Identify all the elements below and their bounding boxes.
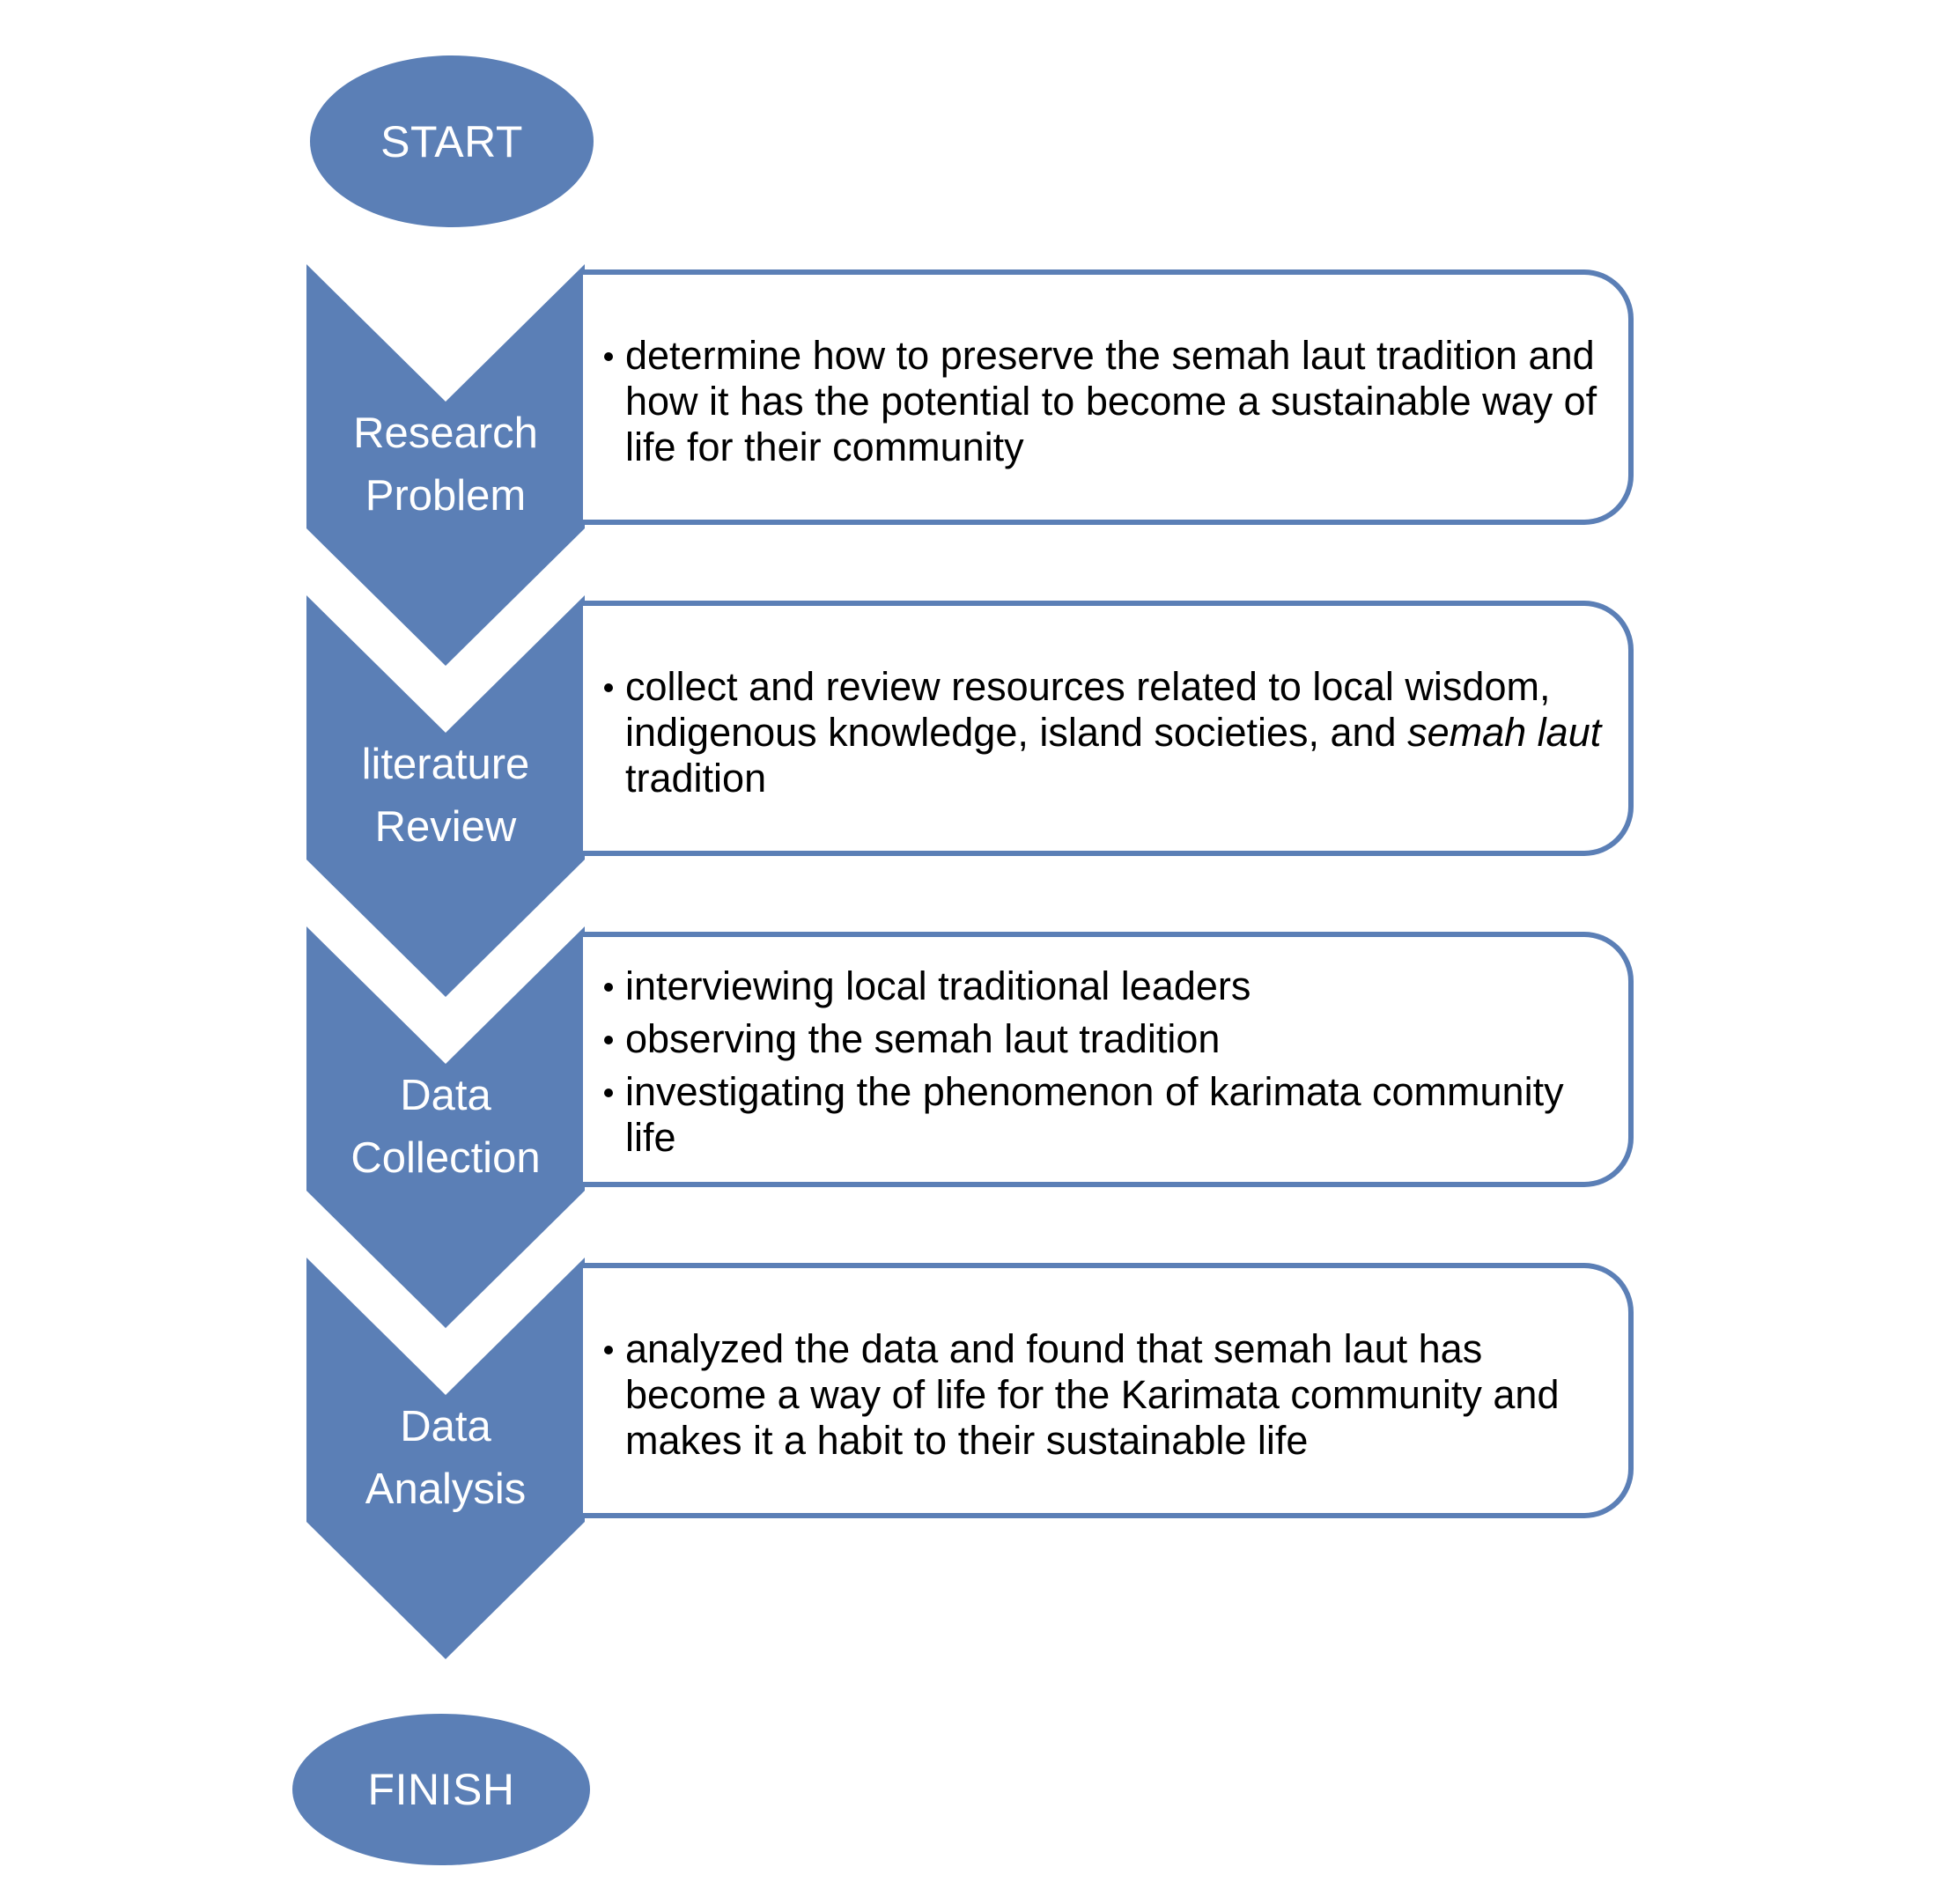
description-text: collect and review resources related to … <box>604 664 1619 801</box>
bullet-item: collect and review resources related to … <box>604 664 1619 801</box>
step-label-line: literature <box>361 741 530 788</box>
bullet-text: collect and review resources related to … <box>625 664 1551 755</box>
description-box-data-collection: interviewing local traditional leaders o… <box>583 932 1634 1187</box>
step-label-line: Analysis <box>365 1465 527 1513</box>
step-label-line: Research <box>353 410 538 457</box>
finish-oval: FINISH <box>292 1714 590 1865</box>
bullet-item: investigating the phenomenon of karimata… <box>604 1069 1619 1161</box>
step-label-data-analysis: Data Analysis <box>305 1396 587 1521</box>
bullet-text: tradition <box>625 756 767 801</box>
description-box-literature-review: collect and review resources related to … <box>583 601 1634 856</box>
description-text: analyzed the data and found that semah l… <box>604 1326 1619 1464</box>
bullet-item: observing the semah laut tradition <box>604 1016 1619 1062</box>
step-label-data-collection: Data Collection <box>305 1065 587 1190</box>
start-oval: START <box>310 55 594 227</box>
description-box-research-problem: determine how to preserve the semah laut… <box>583 269 1634 525</box>
bullet-item: interviewing local traditional leaders <box>604 963 1619 1009</box>
bullet-text-italic: semah laut <box>1407 710 1602 755</box>
start-label: START <box>380 116 523 166</box>
chevron-research-problem <box>306 264 585 666</box>
chevron-literature-review <box>306 595 585 997</box>
description-text: interviewing local traditional leaders o… <box>604 963 1619 1161</box>
description-box-data-analysis: analyzed the data and found that semah l… <box>583 1263 1634 1518</box>
step-label-line: Collection <box>350 1134 541 1182</box>
bullet-item: analyzed the data and found that semah l… <box>604 1326 1619 1464</box>
description-text: determine how to preserve the semah laut… <box>604 333 1619 470</box>
step-label-line: Problem <box>365 472 527 520</box>
step-label-line: Data <box>400 1403 491 1450</box>
finish-label: FINISH <box>367 1765 515 1814</box>
bullet-item: determine how to preserve the semah laut… <box>604 333 1619 470</box>
step-label-literature-review: literature Review <box>305 734 587 859</box>
step-label-research-problem: Research Problem <box>305 402 587 528</box>
step-label-line: Data <box>400 1072 491 1119</box>
chevron-data-analysis <box>306 1258 585 1659</box>
chevron-data-collection <box>306 926 585 1328</box>
step-label-line: Review <box>374 803 517 851</box>
